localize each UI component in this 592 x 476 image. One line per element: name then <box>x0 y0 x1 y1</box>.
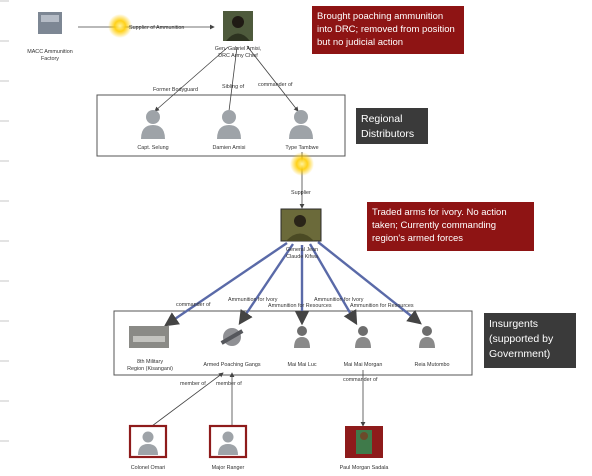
damien-node[interactable]: Damien Amisi <box>213 110 246 151</box>
node-label: Type Tambwe <box>285 145 318 151</box>
tambwe-node[interactable]: Type Tambwe <box>285 110 319 151</box>
edge-label: Ammunition for Resources <box>350 303 414 309</box>
highlight-glow <box>290 152 314 176</box>
node-label: Gen. Gabriel Amisi, <box>215 46 262 52</box>
person-icon <box>294 110 308 124</box>
reia-mutombo-node[interactable]: Reia Mutombo <box>414 326 450 368</box>
edge-amisi-selung <box>154 46 229 112</box>
major-ranger-node[interactable]: Major Ranger <box>208 424 248 471</box>
node-label: DRC Army Chief <box>218 53 258 59</box>
person-icon <box>297 326 307 336</box>
node-label: Factory <box>41 56 59 62</box>
edge-label: Ammunition for Ivory <box>228 297 278 303</box>
amisi-node[interactable]: Gen. Gabriel Amisi, DRC Army Chief <box>215 11 262 59</box>
poaching-gangs-node[interactable]: Armed Poaching Gangs <box>203 328 261 368</box>
person-icon <box>138 444 158 455</box>
node-label: Damien Amisi <box>213 145 246 151</box>
military-region-node[interactable]: 8th Military Region (Kisangani) <box>127 326 173 372</box>
edge-label: Former Bodyguard <box>153 87 198 93</box>
person-icon <box>358 326 368 336</box>
edge-label: Sibling of <box>222 84 245 90</box>
kifwa-annotation: Traded arms for ivory. No action taken; … <box>367 202 534 251</box>
person-icon <box>419 337 435 348</box>
mai-mai-morgan-node[interactable]: Mai Mai Morgan <box>344 326 383 368</box>
person-icon <box>142 431 154 443</box>
person-icon <box>217 125 241 139</box>
photo-icon <box>360 432 368 440</box>
node-label: MACC Ammunition <box>27 49 73 55</box>
edge-kifwa-mutombo <box>317 241 422 325</box>
node-label: 8th Military <box>137 359 163 365</box>
edge-omari-poaching <box>151 372 224 427</box>
kifwa-node[interactable]: General Jean Claude Kifwa <box>280 208 322 260</box>
regional-group-box <box>96 94 346 157</box>
edge-label: commander of <box>176 302 211 308</box>
person-icon <box>289 125 313 139</box>
insurgent-group-box <box>113 310 473 376</box>
gun-icon <box>220 329 244 345</box>
edge-kifwa-morgan <box>308 243 358 326</box>
photo-icon <box>286 233 314 241</box>
highlight-glow <box>108 14 132 38</box>
photo-icon <box>232 16 244 28</box>
node-label: General Jean <box>286 247 318 253</box>
insurgents-label: Insurgents (supported by Government) <box>484 313 576 368</box>
edge-kifwa-military <box>164 242 288 327</box>
node-label: Major Ranger <box>212 465 245 471</box>
node-label: Armed Poaching Gangs <box>203 362 261 368</box>
amisi-annotation: Brought poaching ammunition into DRC; re… <box>312 6 464 54</box>
edge-label: Ammunition for Ivory <box>314 297 364 303</box>
photo-icon <box>133 336 165 342</box>
selung-node[interactable]: Capt. Selung <box>137 110 169 151</box>
mai-mai-luc-node[interactable]: Mai Mai Luc <box>287 326 317 368</box>
person-icon <box>422 326 432 336</box>
photo-icon <box>226 33 250 41</box>
node-label: Colonel Omari <box>131 465 165 471</box>
node-label: Region (Kisangani) <box>127 366 173 372</box>
person-icon <box>146 110 160 124</box>
edge-amisi-damien <box>228 46 238 112</box>
person-icon <box>294 337 310 348</box>
edge-label: commander of <box>258 82 293 88</box>
left-gutter <box>0 0 9 476</box>
edge-label: Supplier of Ammunition <box>129 25 184 31</box>
sadala-node[interactable]: Paul Morgan Sadala <box>340 426 389 471</box>
node-label: Capt. Selung <box>137 145 168 151</box>
edge-label: member of <box>216 381 242 387</box>
edge-label: member of <box>180 381 206 387</box>
factory-node[interactable]: MACC Ammunition Factory <box>27 12 73 62</box>
edge-label: Ammunition for Resources <box>268 303 332 309</box>
edge-amisi-tambwe <box>246 45 299 112</box>
person-icon <box>218 444 238 455</box>
person-icon <box>141 125 165 139</box>
node-label: Paul Morgan Sadala <box>340 465 389 471</box>
edge-kifwa-poaching <box>238 243 294 325</box>
node-label: Mai Mai Luc <box>287 362 316 368</box>
photo-icon <box>294 215 306 227</box>
edge-label: commander of <box>343 377 378 383</box>
person-icon <box>355 337 371 348</box>
regional-distributors-label: Regional Distributors <box>356 108 428 144</box>
node-label: Claude Kifwa <box>286 254 318 260</box>
node-label: Reia Mutombo <box>414 362 449 368</box>
person-icon <box>222 431 234 443</box>
person-icon <box>222 110 236 124</box>
colonel-omari-node[interactable]: Colonel Omari <box>128 424 168 471</box>
factory-icon <box>41 15 59 22</box>
edge-label: Supplier <box>291 190 311 196</box>
node-label: Mai Mai Morgan <box>344 362 383 368</box>
